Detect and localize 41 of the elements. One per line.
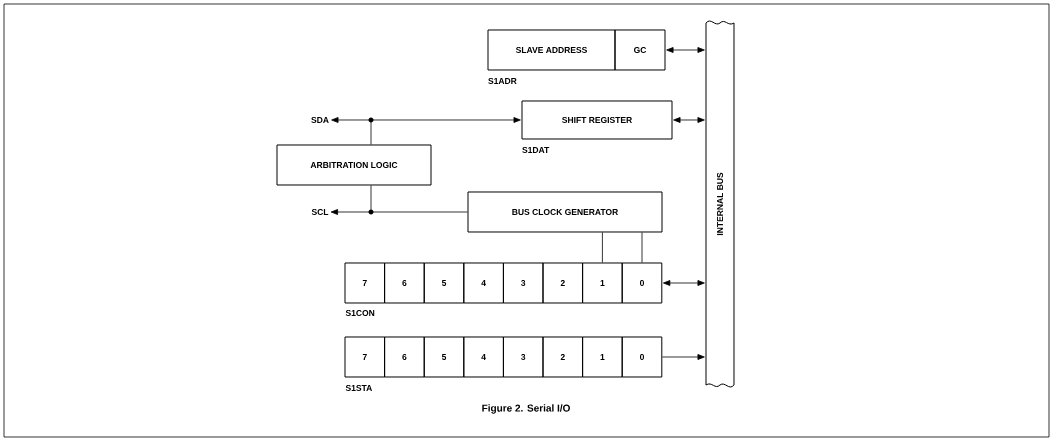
block-box: ARBITRATION LOGIC (276, 144, 432, 186)
register-name: S1STA (345, 385, 373, 391)
figure-caption: Figure 2. Serial I/O (482, 404, 570, 414)
block-box: GC (614, 29, 666, 71)
register-bit-cell: 1 (582, 262, 623, 304)
signal-name: SDA (311, 117, 329, 123)
connector-arrow (331, 117, 372, 123)
register-bit-cell: 3 (502, 262, 544, 304)
register-bit-cell: 4 (463, 262, 504, 304)
register-bit-cell: 2 (542, 262, 584, 304)
internal-bus: INTERNAL BUS (705, 20, 735, 388)
register-bit-cell: 5 (423, 262, 465, 304)
block-box: SHIFT REGISTER (521, 100, 673, 140)
connector-line (370, 185, 372, 213)
connector-arrow (330, 209, 372, 215)
connector-arrow (661, 354, 705, 360)
connector-arrow (663, 280, 705, 286)
register-name: S1CON (345, 310, 375, 316)
register-bit-cell: 3 (502, 336, 544, 378)
register-name: S1ADR (488, 78, 517, 84)
register-bit-cell: 1 (582, 336, 623, 378)
register-bit-cell: 6 (384, 262, 425, 304)
block-box: BUS CLOCK GENERATOR (467, 191, 663, 233)
register-bit-cell: 4 (463, 336, 504, 378)
register-bit-cell: 0 (621, 336, 663, 378)
register-bit-cell: 5 (423, 336, 465, 378)
register-name: S1DAT (522, 147, 550, 153)
register-bit-cell: 2 (542, 336, 584, 378)
connector-arrow (673, 117, 705, 123)
connector-line (370, 211, 468, 213)
register-bit-cell: 6 (384, 336, 425, 378)
block-box: SLAVE ADDRESS (487, 29, 616, 71)
register-bit-cell: 0 (621, 262, 663, 304)
connector-line (641, 232, 643, 263)
register-bit-cell: 7 (344, 336, 386, 378)
connector-line (370, 119, 372, 145)
connector-arrow (370, 117, 521, 123)
register-bit-cell: 7 (344, 262, 386, 304)
signal-name: SCL (311, 209, 329, 215)
connector-line (602, 232, 603, 263)
connector-arrow (666, 47, 705, 53)
